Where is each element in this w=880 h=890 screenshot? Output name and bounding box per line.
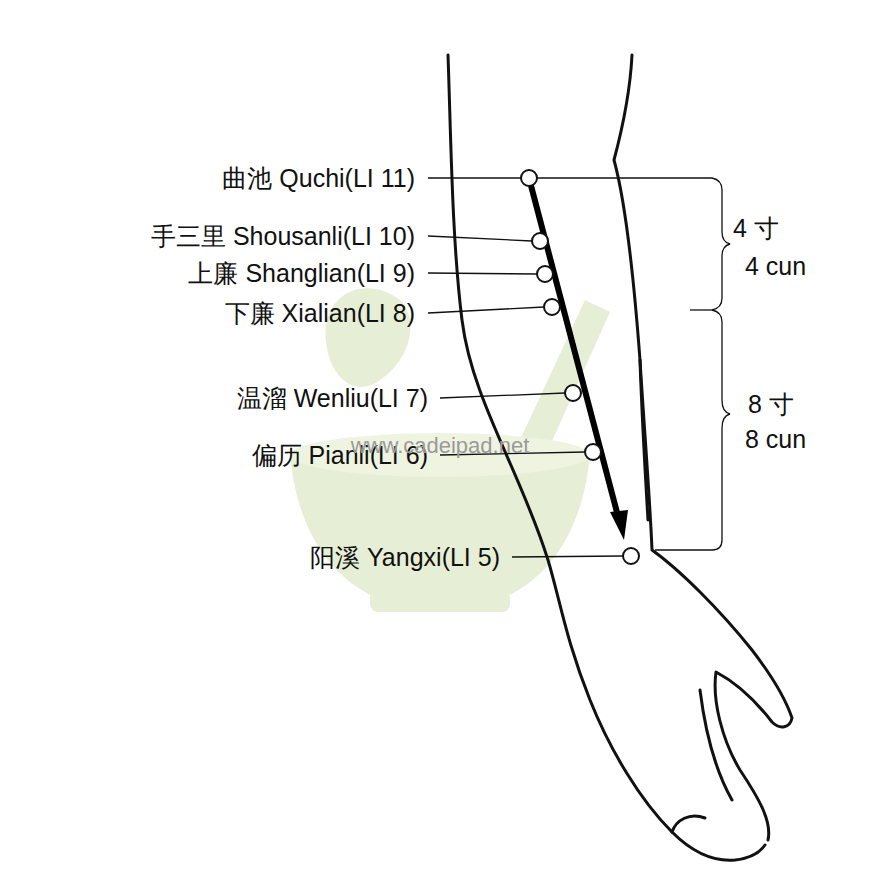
point-label: 下廉 Xialian(LI 8) bbox=[225, 301, 415, 326]
dimension-label: 4 寸 bbox=[733, 216, 779, 241]
point-label: 温溜 Wenliu(LI 7) bbox=[237, 386, 428, 411]
point-label: 上廉 Shanglian(LI 9) bbox=[188, 261, 415, 286]
watermark-text: www.cadeipad.net bbox=[351, 435, 530, 457]
point-label: 手三里 Shousanli(LI 10) bbox=[151, 224, 415, 249]
acupoint bbox=[521, 170, 639, 564]
dimension-label: 8 寸 bbox=[748, 392, 794, 417]
meridian-line bbox=[529, 178, 619, 520]
leader-lines bbox=[428, 178, 623, 557]
dimension-bracket bbox=[537, 178, 730, 550]
meridian-arrowhead bbox=[610, 510, 628, 540]
dimension-label: 4 cun bbox=[745, 254, 806, 279]
point-label: 阳溪 Yangxi(LI 5) bbox=[310, 545, 500, 570]
point-label: 曲池 Quchi(LI 11) bbox=[222, 166, 415, 191]
arm-outline bbox=[448, 55, 792, 860]
dimension-label: 8 cun bbox=[745, 427, 806, 452]
